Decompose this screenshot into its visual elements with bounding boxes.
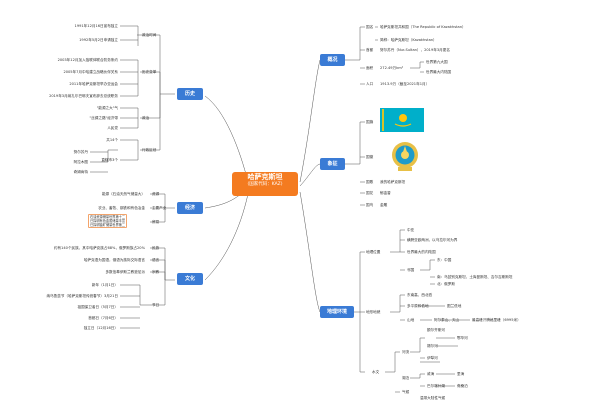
history-sub-changes: 历史变革 [142, 70, 157, 74]
symbol-key-bird: 国鸟 [366, 203, 374, 207]
topic-history[interactable]: 历史 [177, 88, 203, 100]
culture-holiday: 首都日（7月6日） [88, 316, 118, 320]
overview-key-area: 面积 [366, 66, 374, 70]
economy-trade-item: 已探明有色金属储量丰富 [90, 219, 126, 223]
economy-sub-trade: 贸易 [152, 220, 160, 224]
geo-terrain-item: 东南高、西北低 [407, 293, 433, 297]
geo-lake-detail: 里海 [457, 372, 465, 376]
culture-ethnic: 约有140个民族，其中哈萨克族占68%，俄罗斯族占20% [53, 246, 145, 250]
geo-sub-terrain: 地形地貌 [366, 310, 381, 314]
culture-holiday: 祖国保卫者日（5月7日） [77, 305, 118, 309]
geo-neighbor: 南：乌兹别克斯坦、土库曼斯坦、吉尔吉斯斯坦 [437, 275, 513, 279]
history-region-count: 共14个 [106, 138, 118, 142]
overview-short-name: 简称：哈萨克斯坦（Kazakhstan） [380, 38, 437, 42]
geo-location-item: 横跨亚欧两洲，以乌拉尔河为界 [407, 238, 458, 242]
geo-river: 锡尔河 [427, 344, 438, 348]
overview-key-capital: 首都 [366, 48, 374, 52]
culture-sub-religion: 宗教 [152, 270, 160, 274]
overview-population: 1913.9万（截至2021年1月） [380, 82, 430, 86]
history-city: 努尔苏丹 [73, 150, 88, 154]
geo-sub-river: 河流 [402, 350, 410, 354]
economy-sub-industry: 主要产业 [152, 206, 167, 210]
kazakhstan-emblem-image [392, 142, 418, 171]
geo-terrain-item: 多平原和低地 [407, 304, 429, 308]
symbol-bird: 金雕 [380, 203, 388, 207]
history-item: 2003年12月加入独联体联合防务条约 [57, 58, 118, 62]
geo-river-detail: 鄂毕河 [457, 336, 468, 340]
history-item: 1992年5月2日申请独立 [79, 38, 118, 42]
geo-river: 额尔齐斯河 [427, 328, 445, 332]
geo-terrain-peak: 最高峰汗腾格里峰（6995米） [472, 318, 521, 322]
topic-geography[interactable]: 地理环境 [320, 306, 354, 318]
geo-terrain-detail: 图兰低地 [447, 304, 462, 308]
geo-sub-neighbors: 邻国 [407, 268, 415, 272]
history-politics-item: "能源之大"气 [96, 106, 118, 110]
geo-terrain-detail: 阿尔泰山、天山 [434, 318, 460, 322]
culture-holiday: 纳乌鲁兹节（哈萨克斯坦传统春节）3月21日 [46, 294, 118, 298]
geo-neighbor: 东：中国 [437, 258, 452, 262]
history-sub-politics: 政治 [142, 116, 150, 120]
culture-sub-holiday: 节日 [152, 303, 160, 307]
geo-sub-location: 地理位置 [366, 250, 381, 254]
geo-location-item: 中亚 [407, 228, 415, 232]
topic-overview[interactable]: 概况 [320, 54, 345, 66]
geo-terrain-item: 山地 [407, 318, 415, 322]
history-politics-item: 人民党 [107, 126, 118, 130]
economy-industry: 农业、畜牧、钢铁和有色冶金 [98, 206, 145, 210]
history-city: 奇姆肯特 [73, 170, 88, 174]
geo-sub-climate: 气候 [402, 390, 410, 394]
topic-economy[interactable]: 经济 [177, 202, 203, 214]
geo-lake-detail: 斋桑泊 [457, 384, 468, 388]
culture-holiday: 独立日（12月16日） [83, 326, 118, 330]
geo-river: 伊犁河 [427, 356, 438, 360]
history-item: 2019年3月纳扎尔巴耶夫宣布辞去总统职务 [49, 94, 118, 98]
history-politics-item: "丝绸之路"经济带 [89, 116, 118, 120]
history-item: 1991年12月16日宣布独立 [74, 24, 118, 28]
center-title: 哈萨克斯坦 [247, 173, 283, 181]
symbol-key-emblem: 国徽 [366, 155, 374, 159]
culture-holiday: 新年（1月1日） [91, 283, 118, 287]
overview-key-population: 人口 [366, 82, 374, 86]
geo-lake: 巴尔喀什湖 [427, 384, 445, 388]
overview-area-landlocked: 世界最大内陆国 [426, 70, 452, 74]
economy-resources: 能源（石油天然气储量大） [101, 192, 145, 196]
kazakhstan-flag-image [380, 108, 424, 132]
history-municipal-label: 直辖市3个 [101, 158, 118, 162]
overview-capital: 努尔苏丹（Nur-Sultan），2019年3月更名 [380, 48, 450, 52]
center-subtitle: (国家代码：KAZ) [247, 182, 283, 187]
history-city: 阿拉木图 [73, 160, 88, 164]
geo-climate: 温带大陆性气候 [420, 396, 446, 400]
symbol-key-flag: 国旗 [366, 120, 374, 124]
topic-symbol[interactable]: 象征 [320, 158, 345, 170]
geo-lake: 咸海 [427, 372, 435, 376]
overview-area: 272.49万km² [380, 66, 404, 70]
geo-neighbor: 北：俄罗斯 [437, 282, 455, 286]
culture-sub-language: 语言 [152, 258, 160, 262]
geo-sub-water: 水文 [372, 370, 380, 374]
topic-culture[interactable]: 文化 [177, 273, 203, 285]
economy-trade-item: 已探明铀矿储量世界第二 [90, 223, 126, 227]
overview-name: 哈萨克斯坦共和国（The Republic of Kazakhstan） [380, 25, 466, 29]
geo-location-item: 世界最大的内陆国 [407, 250, 436, 254]
history-item: 2011年哈萨克斯坦举办亚运会 [69, 82, 118, 86]
history-sub-politics-time: 政治时间 [142, 33, 157, 37]
history-item: 2005年7月中哈建立战略伙伴关系 [63, 70, 118, 74]
symbol-key-anthem: 国歌 [366, 180, 374, 184]
center-topic[interactable]: 哈萨克斯坦 (国家代码：KAZ) [232, 172, 298, 196]
culture-sub-ethnic: 民族 [152, 246, 160, 250]
symbol-anthem: 我的哈萨克斯坦 [380, 180, 406, 184]
geo-sub-lake: 湖泊 [402, 376, 410, 380]
economy-trade-item: 石油资源储量世界第十二 [90, 215, 126, 219]
history-sub-admin: 行政区划 [142, 148, 157, 152]
culture-language: 哈萨克语为国语，俄语为族际交际语言 [83, 258, 145, 262]
symbol-key-flower: 国花 [366, 191, 374, 195]
economy-trade-box: 石油资源储量世界第十二 已探明有色金属储量丰富 已探明铀矿储量世界第二 [88, 214, 128, 228]
overview-key-name: 国名 [366, 25, 374, 29]
symbol-flower: 郁金香 [380, 191, 391, 195]
culture-religion: 多数信奉伊斯兰教逊尼派 [105, 270, 145, 274]
overview-area-rank: 世界第九大国 [426, 60, 448, 64]
economy-sub-resources: 资源 [152, 192, 160, 196]
